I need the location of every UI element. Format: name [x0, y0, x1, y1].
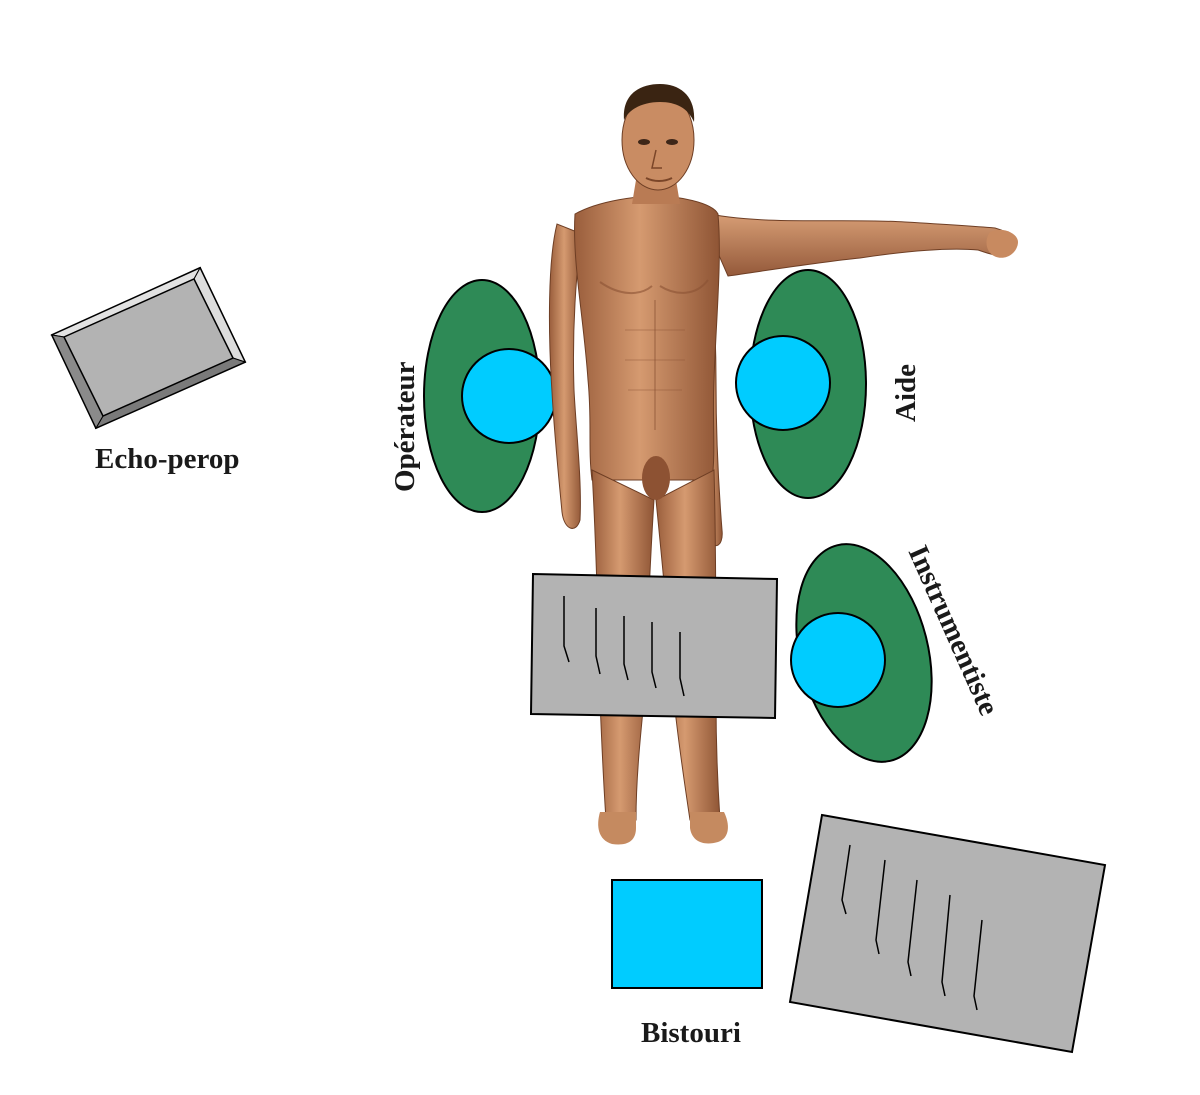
scalpel-box-icon [611, 879, 763, 989]
assistant-figure [735, 269, 867, 499]
operator-label: Opérateur [389, 361, 421, 492]
scrub-nurse-head [790, 612, 886, 708]
echo-perop-label: Echo-perop [95, 443, 239, 475]
ultrasound-monitor-icon [50, 266, 247, 430]
scalpel-label: Bistouri [641, 1017, 741, 1049]
instrument-tray-icon [529, 572, 779, 720]
operator-head [461, 348, 557, 444]
scrub-nurse-figure [790, 543, 933, 763]
assistant-head [735, 335, 831, 431]
instrument-tray-icon [788, 813, 1107, 1054]
operator-figure [423, 279, 557, 513]
assistant-label: Aide [890, 364, 922, 422]
